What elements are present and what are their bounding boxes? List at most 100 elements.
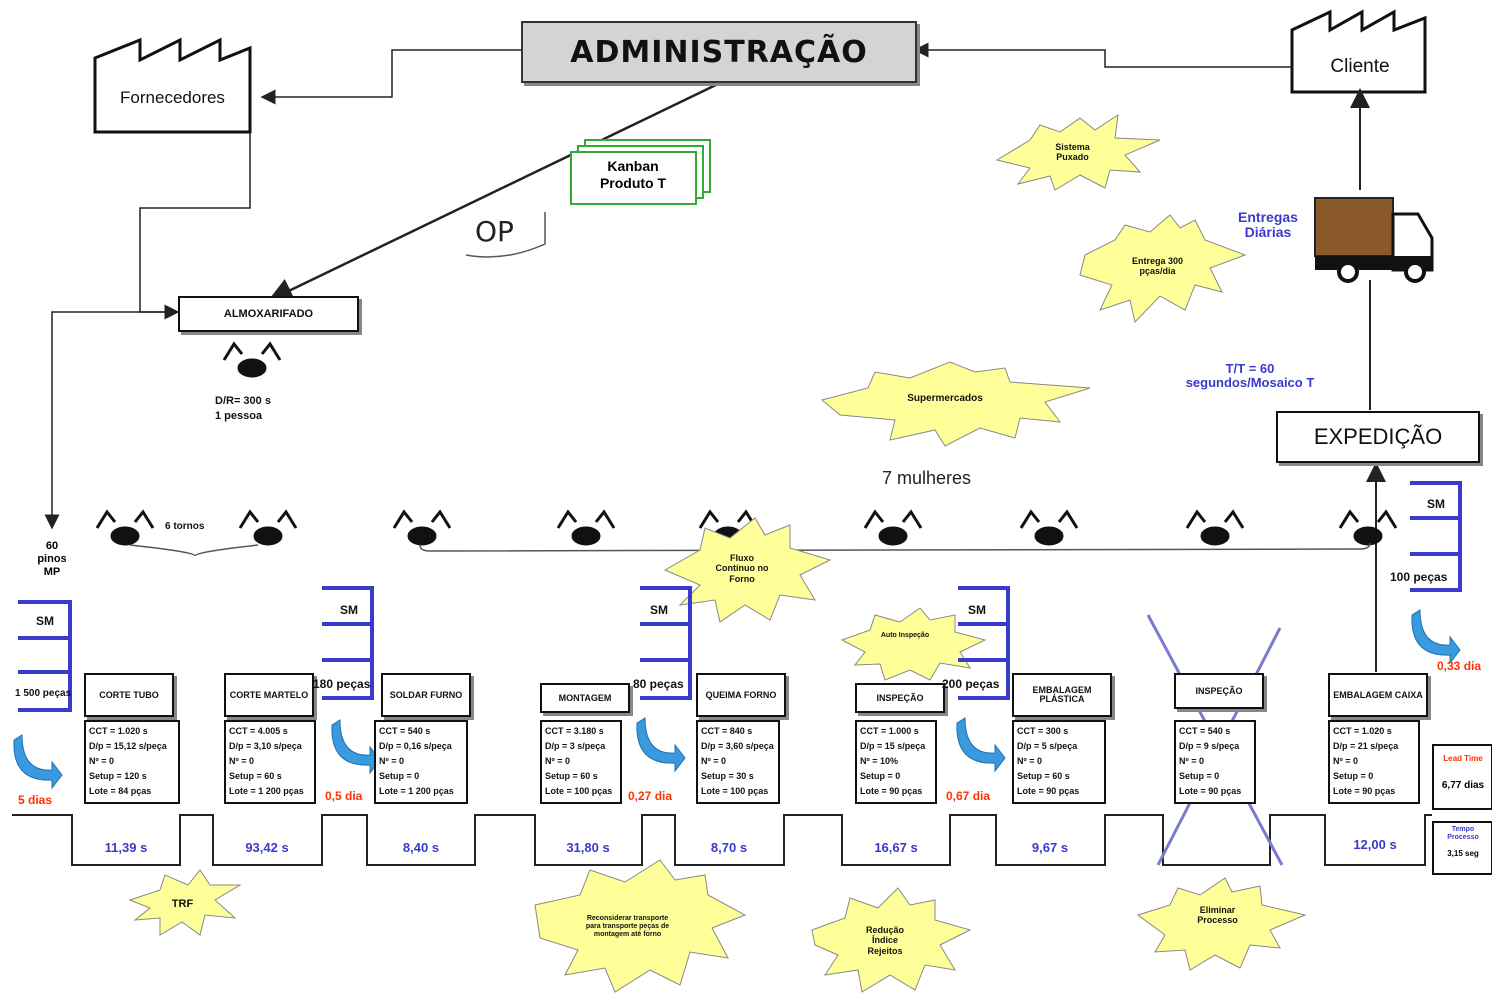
sm-qty-2: 80 peças bbox=[633, 677, 684, 691]
process-lot: Lote = 84 pças bbox=[89, 786, 152, 796]
warehouse-label: ALMOXARIFADO bbox=[223, 307, 314, 320]
lead-time-box-frame bbox=[1432, 744, 1492, 875]
administration-label: ADMINISTRAÇÃO bbox=[570, 34, 868, 70]
process-lot: Lote = 90 pças bbox=[1017, 786, 1080, 796]
burst-transport: Reconsiderar transporte para transporte … bbox=[585, 915, 670, 939]
process-ch: D/p = 3,10 s/peça bbox=[229, 741, 302, 751]
supplier-factory-icon bbox=[93, 37, 252, 134]
process-box-2: CORTE MARTELO bbox=[224, 673, 314, 717]
process-data-9: CCT = 1.020 s D/p = 21 s/peça Nº = 0 Set… bbox=[1328, 720, 1420, 804]
process-ct: CCT = 540 s bbox=[1179, 726, 1231, 736]
burst-reject-reduction: Redução Índice Rejeitos bbox=[865, 925, 904, 956]
process-ch: D/p = 15 s/peça bbox=[860, 741, 926, 751]
process-ct: CCT = 1.020 s bbox=[89, 726, 148, 736]
process-time-9: 12,00 s bbox=[1353, 837, 1397, 852]
process-data-5: CCT = 840 s D/p = 3,60 s/peça Nº = 0 Set… bbox=[696, 720, 780, 804]
burst-supermarkets: Supermercados bbox=[907, 393, 983, 404]
sm-days-2: 0,27 dia bbox=[628, 789, 673, 803]
sm-qty-3: 200 peças bbox=[942, 677, 1000, 691]
lathes-label: 6 tornos bbox=[165, 521, 205, 532]
burst-pull-system: Sistema Puxado bbox=[1055, 142, 1090, 163]
takt-time-label: T/T = 60 segundos/Mosaico T bbox=[1185, 361, 1315, 391]
process-ch: D/p = 9 s/peça bbox=[1179, 741, 1240, 751]
process-ch: D/p = 15,12 s/peça bbox=[89, 741, 167, 751]
process-ct: CCT = 1.020 s bbox=[1333, 726, 1392, 736]
burst-trf: TRF bbox=[171, 898, 194, 910]
warehouse-box: ALMOXARIFADO bbox=[178, 296, 359, 332]
process-name: INSPEÇÃO bbox=[876, 692, 924, 703]
process-time-2: 93,42 s bbox=[245, 840, 289, 855]
process-name: EMBALAGEM CAIXA bbox=[1333, 689, 1423, 700]
process-lot: Lote = 90 pças bbox=[1179, 786, 1242, 796]
kanban-card-icon bbox=[570, 139, 711, 205]
shipping-label: EXPEDIÇÃO bbox=[1313, 424, 1443, 449]
process-ct: CCT = 1.000 s bbox=[860, 726, 919, 736]
process-time-label: Tempo Processo bbox=[1447, 826, 1479, 841]
process-setup: Setup = 60 s bbox=[1017, 771, 1070, 781]
process-p: Nº = 0 bbox=[701, 756, 727, 766]
process-box-5: QUEIMA FORNO bbox=[696, 673, 786, 717]
sm-label-1: SM bbox=[340, 603, 358, 617]
process-name: CORTE MARTELO bbox=[229, 689, 309, 700]
deliveries-label: Entregas Diárias bbox=[1238, 209, 1298, 241]
warehouse-detail-2: 1 pessoa bbox=[215, 410, 263, 422]
process-lot: Lote = 100 pças bbox=[701, 786, 769, 796]
op-document-icon bbox=[465, 212, 546, 258]
process-lot: Lote = 1 200 pças bbox=[379, 786, 454, 796]
sm-label-3: SM bbox=[968, 603, 986, 617]
process-name: MONTAGEM bbox=[558, 692, 612, 703]
process-ch: D/p = 3 s/peça bbox=[545, 741, 606, 751]
customer-factory-icon bbox=[1290, 9, 1427, 94]
process-p: Nº = 0 bbox=[545, 756, 571, 766]
process-ct: CCT = 840 s bbox=[701, 726, 753, 736]
sm-label-2: SM bbox=[650, 603, 668, 617]
process-time-3: 8,40 s bbox=[402, 840, 440, 855]
process-time-value: 3,15 seg bbox=[1447, 849, 1479, 858]
burst-delivery: Entrega 300 pças/dia bbox=[1131, 256, 1184, 277]
process-p: Nº = 0 bbox=[229, 756, 255, 766]
process-p: Nº = 10% bbox=[860, 756, 899, 766]
customer-label: Cliente bbox=[1330, 56, 1390, 77]
process-box-3: SOLDAR FURNO bbox=[381, 673, 471, 717]
process-box-8: INSPEÇÃO bbox=[1174, 673, 1264, 709]
op-label: OP bbox=[475, 215, 514, 248]
women-count-label: 7 mulheres bbox=[882, 468, 972, 488]
process-name: CORTE TUBO bbox=[99, 689, 159, 700]
supermarket-icons bbox=[18, 481, 1462, 712]
operator-braces bbox=[129, 542, 1371, 557]
timeline-line bbox=[12, 814, 1432, 866]
process-p: Nº = 0 bbox=[1017, 756, 1043, 766]
process-p: Nº = 0 bbox=[89, 756, 115, 766]
process-ct: CCT = 300 s bbox=[1017, 726, 1069, 736]
process-data-6: CCT = 1.000 s D/p = 15 s/peça Nº = 10% S… bbox=[855, 720, 937, 804]
process-data-3: CCT = 540 s D/p = 0,16 s/peça Nº = 0 Set… bbox=[374, 720, 468, 804]
burst-auto-inspection: Auto Inspeção bbox=[880, 632, 930, 639]
process-setup: Setup = 30 s bbox=[701, 771, 754, 781]
supplier-label: Fornecedores bbox=[120, 88, 225, 107]
pull-arrow-icons bbox=[13, 609, 1461, 790]
sm-qty-4: 100 peças bbox=[1390, 570, 1448, 584]
process-time-1: 11,39 s bbox=[104, 840, 148, 855]
process-ct: CCT = 4.005 s bbox=[229, 726, 288, 736]
truck-icon bbox=[1314, 197, 1434, 283]
lead-time-value: 6,77 dias bbox=[1441, 780, 1485, 791]
process-ch: D/p = 21 s/peça bbox=[1333, 741, 1399, 751]
process-data-8: CCT = 540 s D/p = 9 s/peça Nº = 0 Setup … bbox=[1174, 720, 1256, 804]
process-name: EMBALAGEM PLÁSTICA bbox=[1032, 685, 1092, 704]
process-name: SOLDAR FURNO bbox=[389, 689, 463, 700]
burst-continuous-flow: Fluxo Contínuo no Forno bbox=[715, 553, 769, 584]
process-data-7: CCT = 300 s D/p = 5 s/peça Nº = 0 Setup … bbox=[1012, 720, 1106, 804]
process-p: Nº = 0 bbox=[379, 756, 405, 766]
kaizen-bursts bbox=[128, 113, 1307, 993]
sm-label-4: SM bbox=[1427, 497, 1445, 511]
info-flow-lines bbox=[44, 42, 1386, 672]
process-lot: Lote = 90 pças bbox=[1333, 786, 1396, 796]
process-ch: D/p = 0,16 s/peça bbox=[379, 741, 452, 751]
process-lot: Lote = 100 pças bbox=[545, 786, 613, 796]
process-setup: Setup = 0 bbox=[860, 771, 901, 781]
process-box-7: EMBALAGEM PLÁSTICA bbox=[1012, 673, 1112, 717]
process-name: INSPEÇÃO bbox=[1195, 685, 1243, 696]
process-time-4: 31,80 s bbox=[566, 840, 610, 855]
process-setup: Setup = 0 bbox=[1333, 771, 1374, 781]
sm-days-4: 0,33 dia bbox=[1437, 659, 1482, 673]
